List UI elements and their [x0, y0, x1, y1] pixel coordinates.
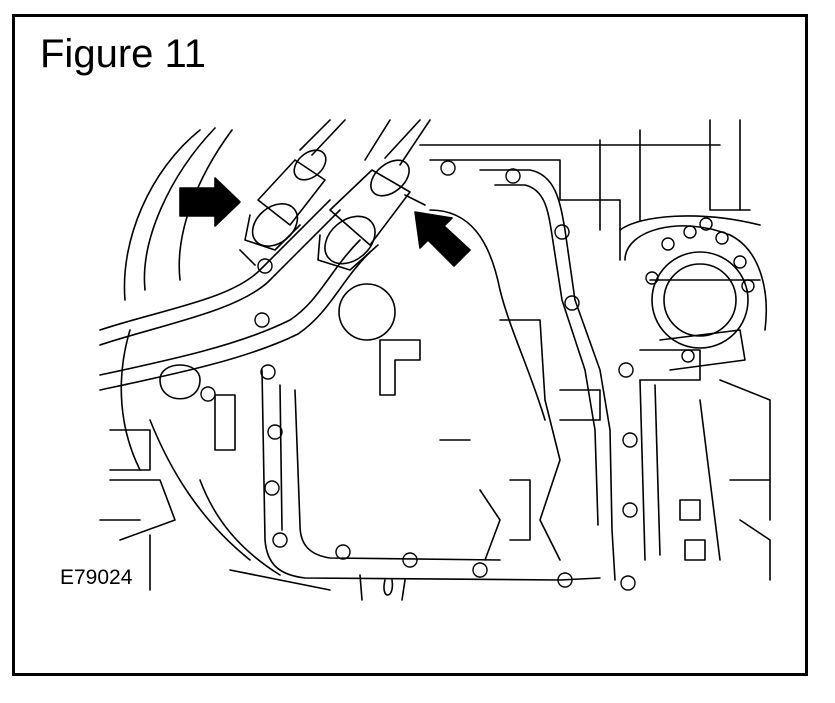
pipes — [99, 119, 431, 391]
solenoid-right — [317, 159, 426, 271]
bottom-details — [229, 569, 406, 601]
solenoid-left — [239, 149, 327, 266]
arrow-left-icon — [179, 177, 241, 227]
figure-title: Figure 11 — [40, 32, 207, 76]
oil-pan — [261, 169, 616, 581]
right-housing — [419, 119, 771, 581]
figure-code: E79024 — [60, 566, 133, 589]
pan-bolts — [200, 160, 755, 591]
figure-frame — [12, 14, 808, 676]
filler-cap — [338, 283, 396, 341]
arrow-right-icon — [414, 211, 471, 267]
